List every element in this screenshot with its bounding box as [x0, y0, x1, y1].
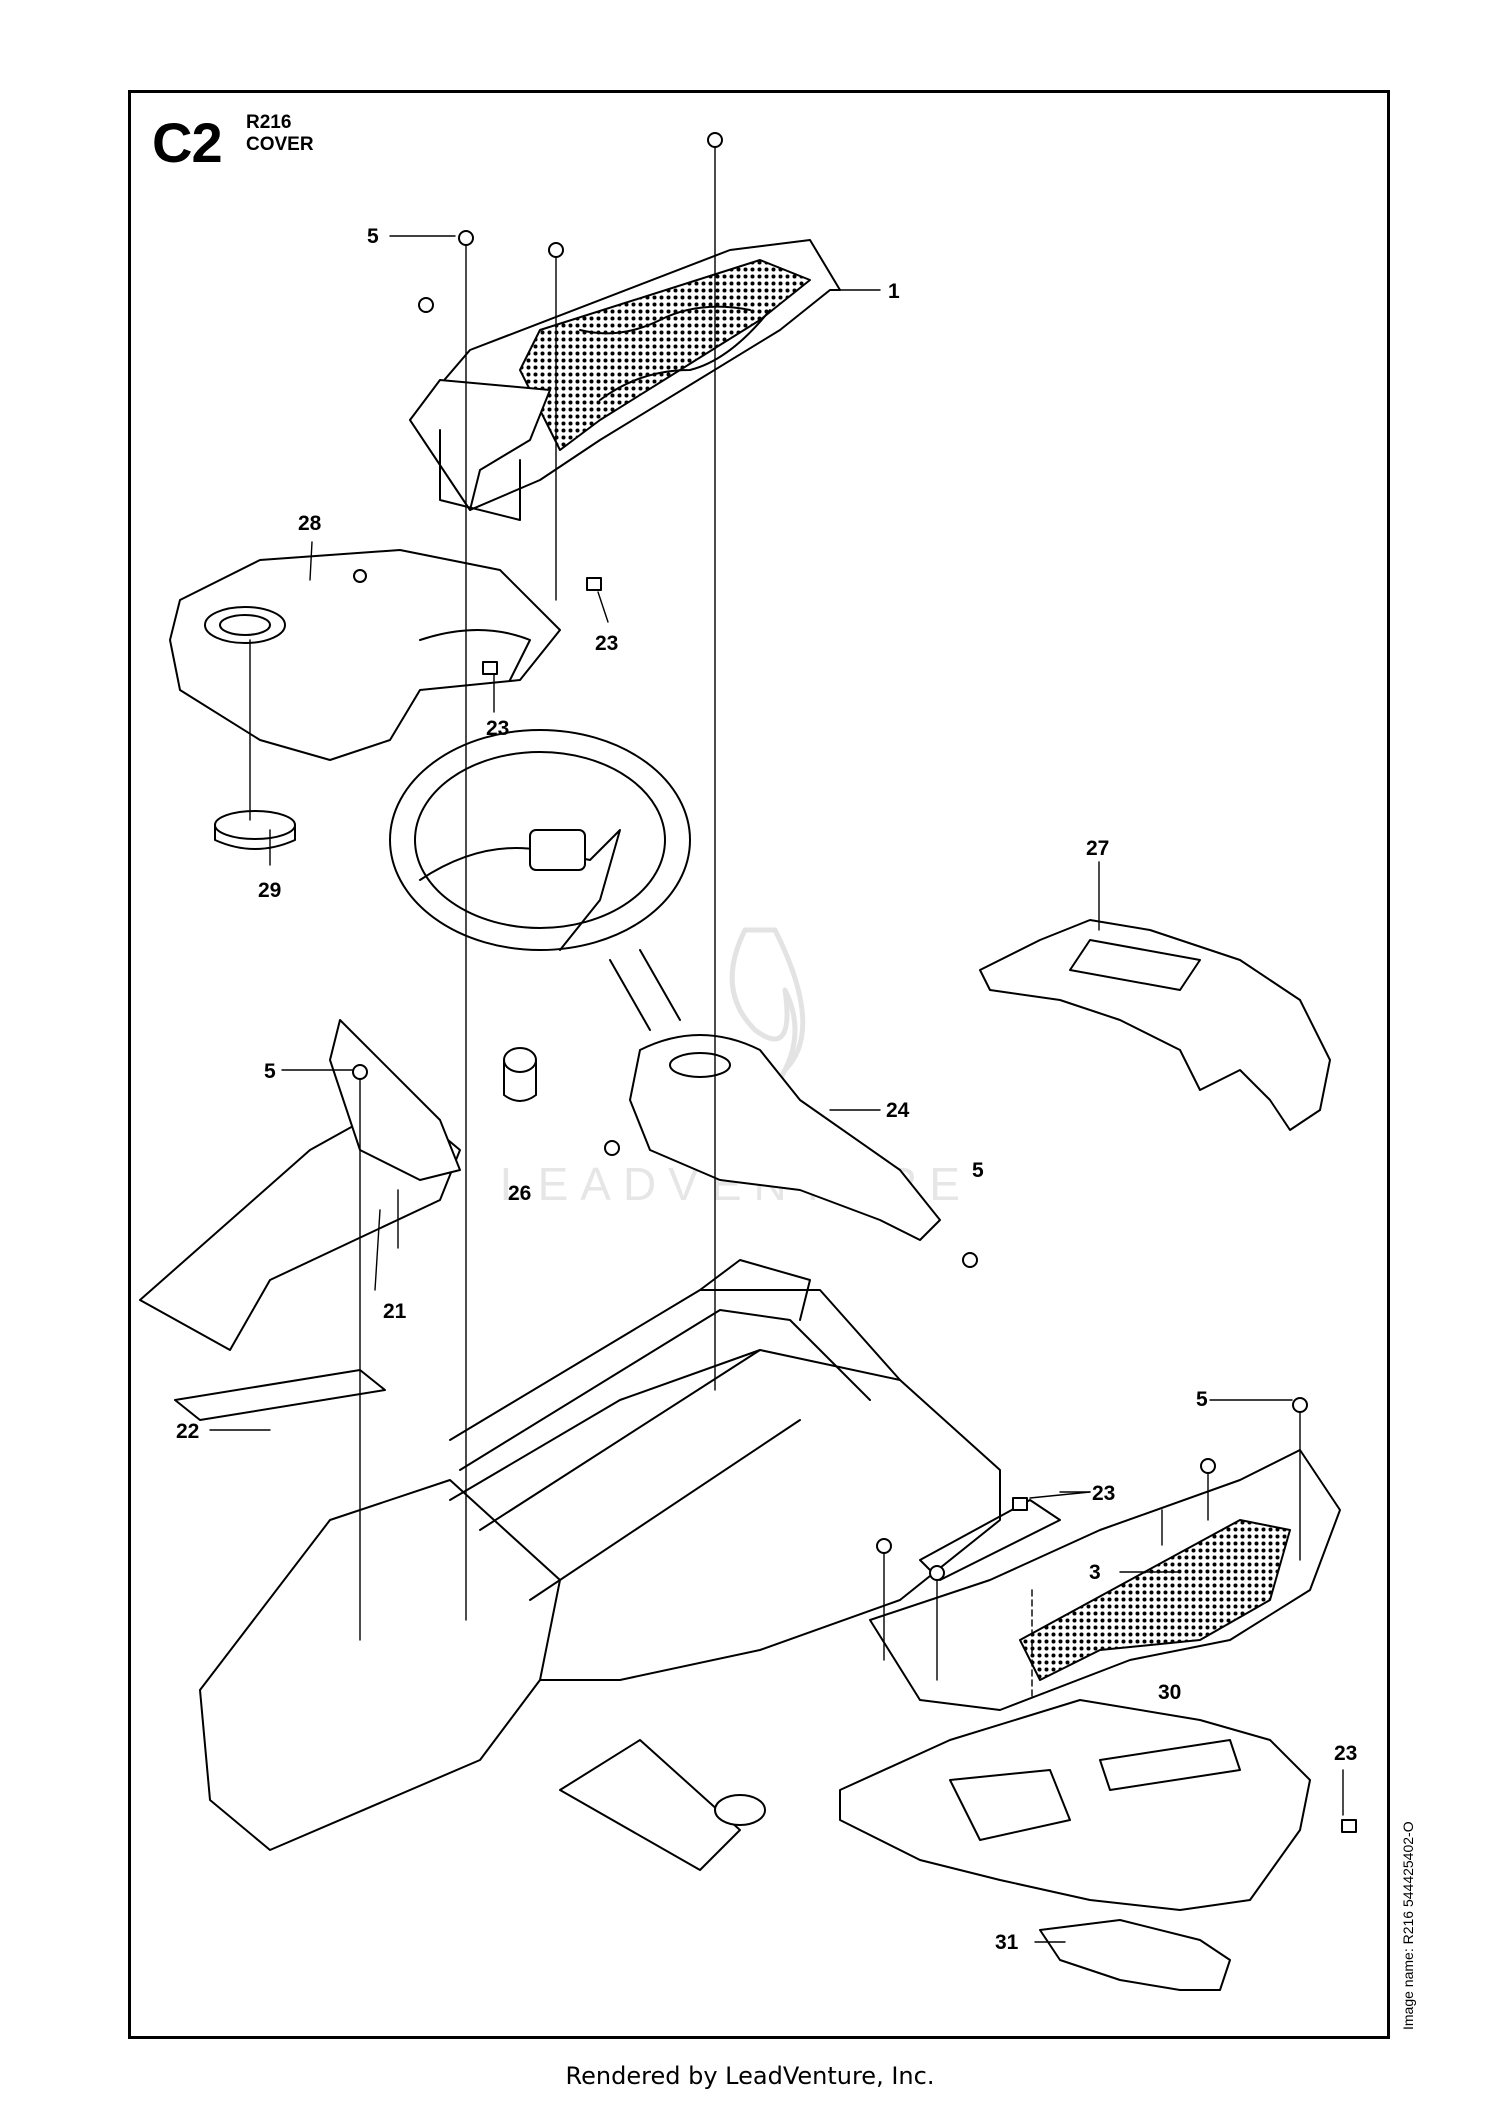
- part-31-small-cover: [1039, 1919, 1231, 1991]
- footer-credit: Rendered by LeadVenture, Inc.: [565, 2062, 935, 2090]
- callout-3: 3: [1089, 1561, 1101, 1584]
- callout-28: 28: [298, 512, 322, 535]
- part-3-rear-cover: [869, 1449, 1341, 1711]
- assembly-lines: [249, 147, 1301, 1701]
- leader-lines: [209, 235, 1344, 1943]
- section-code: C2: [152, 111, 223, 174]
- callout-21: 21: [383, 1300, 407, 1323]
- diagram-frame: [128, 90, 1390, 2039]
- callout-29: 29: [258, 879, 281, 902]
- callout-23: 23: [486, 717, 509, 740]
- callout-22: 22: [176, 1420, 199, 1443]
- fasteners: [352, 132, 1357, 1833]
- part-26-knob: [503, 1047, 537, 1102]
- callout-23: 23: [595, 632, 618, 655]
- callout-30: 30: [1158, 1681, 1181, 1704]
- callout-5: 5: [1196, 1388, 1208, 1411]
- chassis-frame: [199, 1259, 1001, 1871]
- part-27-fender-cover: [979, 919, 1331, 1131]
- callout-23: 23: [1334, 1742, 1357, 1765]
- part-22-strip: [174, 1369, 386, 1421]
- part-1-top-cover: [409, 239, 841, 521]
- callout-27: 27: [1086, 837, 1109, 860]
- model-number: R216: [246, 112, 292, 133]
- part-24-column-cover: [629, 1034, 941, 1241]
- part-28-console-cover: [169, 549, 561, 761]
- section-name: COVER: [246, 134, 314, 155]
- callout-26: 26: [508, 1182, 531, 1205]
- callout-5: 5: [264, 1060, 276, 1083]
- callout-5: 5: [972, 1159, 984, 1182]
- callout-24: 24: [886, 1099, 910, 1122]
- callout-31: 31: [995, 1931, 1019, 1954]
- callout-5: 5: [367, 225, 379, 248]
- part-30-side-cover: [839, 1699, 1311, 1911]
- callout-23: 23: [1092, 1482, 1115, 1505]
- part-21-plate: [139, 1019, 461, 1351]
- steering-wheel: [389, 729, 691, 1031]
- callout-1: 1: [888, 280, 900, 303]
- callouts: 1 5 28 23 23 29 27 5 24 26 5 21 22 5 3 3…: [176, 225, 1357, 1954]
- part-29-ring: [214, 810, 296, 850]
